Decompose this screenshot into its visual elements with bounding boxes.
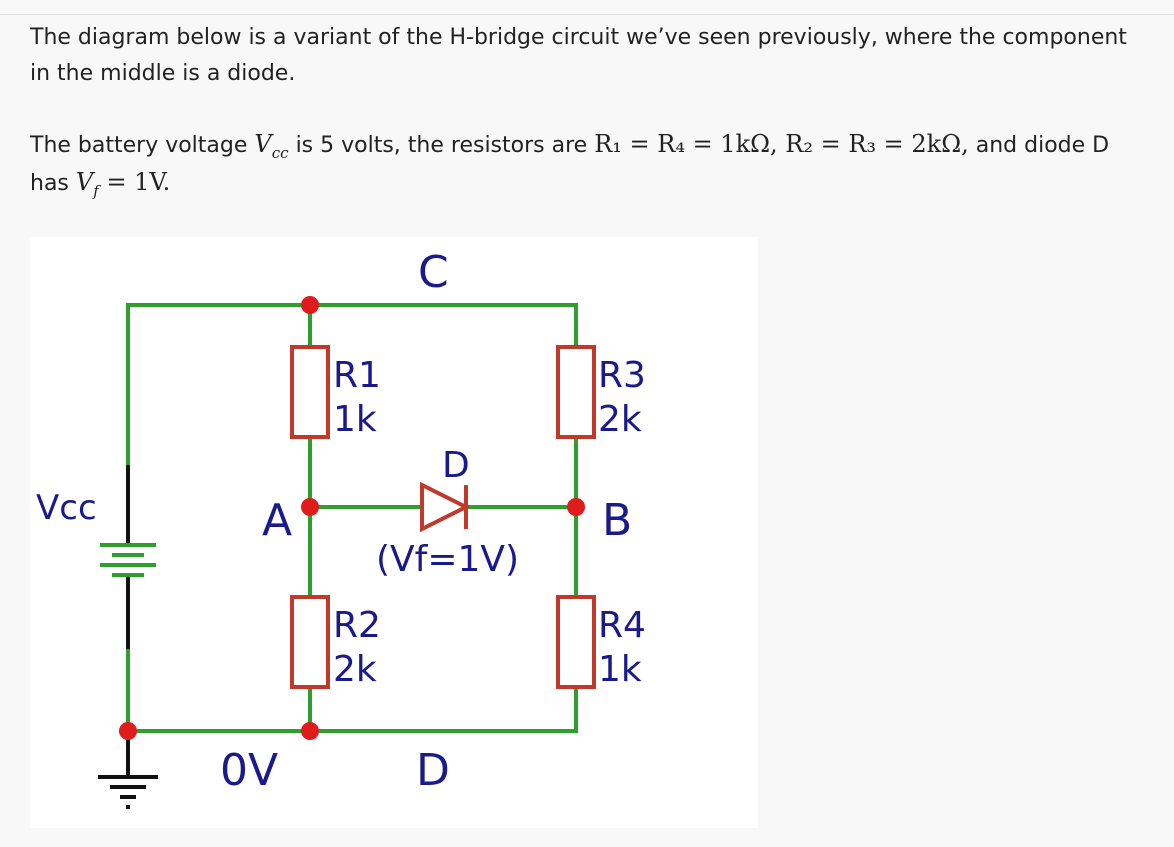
values-text-mid2: and diode D has bbox=[30, 133, 1110, 196]
values-text-prefix: The battery voltage bbox=[30, 133, 248, 158]
values-text-mid1: is 5 volts, the resistors are bbox=[295, 133, 588, 158]
r3-name-label: R3 bbox=[598, 355, 646, 396]
diode-note-label: (Vf=1V) bbox=[376, 539, 519, 580]
r1-body bbox=[290, 345, 330, 439]
r2-body bbox=[290, 595, 330, 689]
r4-value-label: 1k bbox=[598, 649, 642, 690]
vf-math: Vf = 1V. bbox=[75, 168, 171, 200]
junction-c bbox=[301, 296, 319, 314]
battery-label: Vcc bbox=[36, 488, 97, 528]
junction-b bbox=[567, 498, 585, 516]
node-c-label: C bbox=[418, 247, 449, 298]
diode-label: D bbox=[442, 445, 470, 486]
r3-value-label: 2k bbox=[598, 399, 642, 440]
r2-value-label: 2k bbox=[333, 649, 377, 690]
ground-0v-label: 0V bbox=[220, 745, 278, 796]
junction-a bbox=[301, 498, 319, 516]
top-wire bbox=[126, 303, 578, 474]
r4-body bbox=[556, 595, 596, 689]
node-b-label: B bbox=[602, 495, 632, 546]
r4-name-label: R4 bbox=[598, 605, 646, 646]
node-a-label: A bbox=[262, 495, 292, 546]
r1-value-label: 1k bbox=[333, 399, 377, 440]
node-d-bottom-label: D bbox=[416, 745, 450, 796]
values-paragraph: The battery voltage Vcc is 5 volts, the … bbox=[30, 126, 1150, 202]
vcc-math: Vcc bbox=[254, 130, 289, 162]
r2-name-label: R2 bbox=[333, 605, 381, 646]
junction-ground bbox=[119, 722, 137, 740]
resistor-equation: R₁ = R₄ = 1kΩ, R₂ = R₃ = 2kΩ, bbox=[594, 130, 969, 158]
r3-body bbox=[556, 345, 596, 439]
intro-paragraph: The diagram below is a variant of the H-… bbox=[30, 20, 1150, 92]
intro-text: The diagram below is a variant of the H-… bbox=[30, 25, 1127, 86]
r1-name-label: R1 bbox=[333, 355, 381, 396]
top-divider bbox=[0, 14, 1174, 15]
junction-d bbox=[301, 722, 319, 740]
diode-triangle bbox=[420, 481, 471, 533]
h-bridge-diagram: C R1 1k R3 2k D Vcc A B (Vf=1V) R2 2k R4… bbox=[30, 237, 758, 828]
circuit-svg: C R1 1k R3 2k D Vcc A B (Vf=1V) R2 2k R4… bbox=[36, 247, 646, 809]
